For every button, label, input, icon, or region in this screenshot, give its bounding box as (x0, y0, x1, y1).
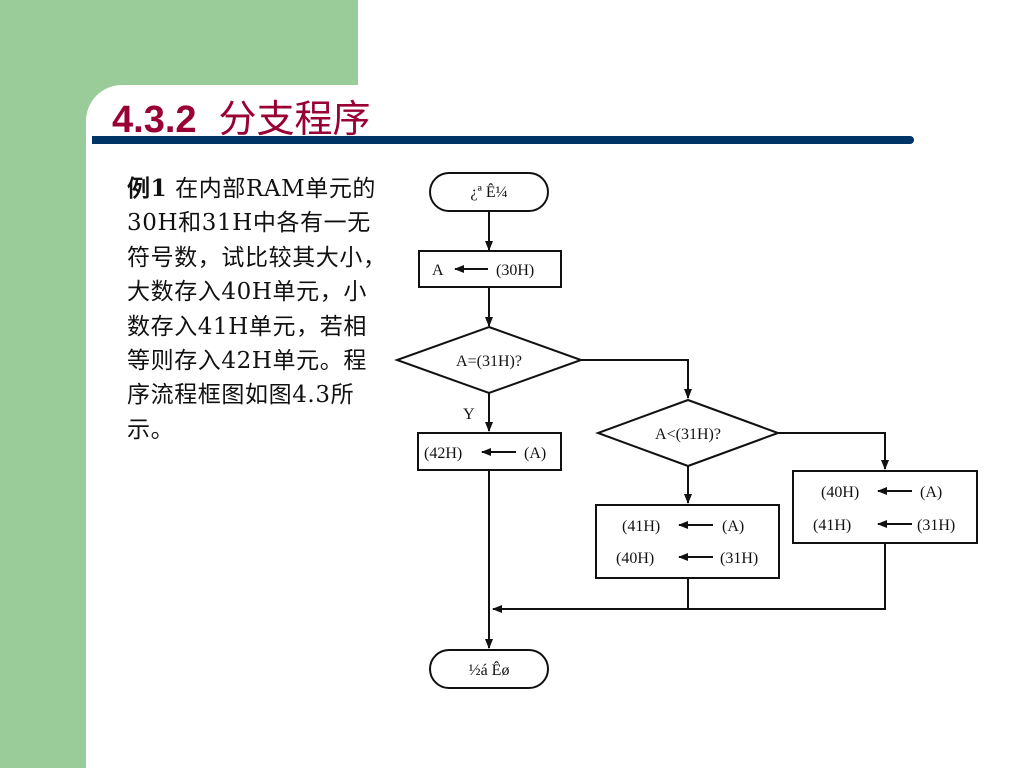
flow-connectors (485, 210, 889, 649)
load-right: (30H) (496, 262, 534, 279)
load-left: A (432, 262, 444, 279)
less-line1-right: (A) (722, 518, 744, 535)
end-label: ½á Êø (469, 660, 510, 679)
load-box (418, 250, 562, 288)
start-terminal (429, 172, 549, 212)
yes-label: Y (463, 406, 475, 423)
decision-equal (394, 325, 584, 395)
end-terminal (429, 649, 549, 689)
equal-right: (A) (524, 445, 546, 462)
title-tab (86, 85, 486, 145)
less-line2-right: (31H) (720, 550, 758, 567)
slide-title: 4.3.2 分支程序 (112, 88, 371, 143)
greater-box (792, 470, 978, 544)
example-text: 在内部RAM单元的30H和31H中各有一无符号数，试比较其大小，大数存入40H单… (127, 176, 387, 443)
left-green-band (0, 0, 86, 768)
equal-left: (42H) (424, 445, 462, 462)
decision-less-label: A<(31H)? (655, 426, 721, 443)
example-description: 例1 在内部RAM单元的30H和31H中各有一无符号数，试比较其大小，大数存入4… (127, 172, 389, 447)
less-line2-left: (40H) (616, 550, 654, 567)
section-number: 4.3.2 (112, 99, 197, 141)
less-box (595, 504, 780, 579)
less-line1-left: (41H) (622, 518, 660, 535)
decision-equal-label: A=(31H)? (456, 353, 522, 370)
greater-line1-left: (40H) (821, 484, 859, 501)
example-label: 例1 (127, 175, 168, 202)
greater-line2-right: (31H) (917, 517, 955, 534)
greater-line2-left: (41H) (813, 517, 851, 534)
decision-less (595, 398, 781, 468)
greater-line1-right: (A) (920, 484, 942, 501)
start-label: ¿ª Ê¼ (470, 182, 507, 201)
title-underline (92, 136, 914, 144)
section-title: 分支程序 (218, 97, 371, 141)
